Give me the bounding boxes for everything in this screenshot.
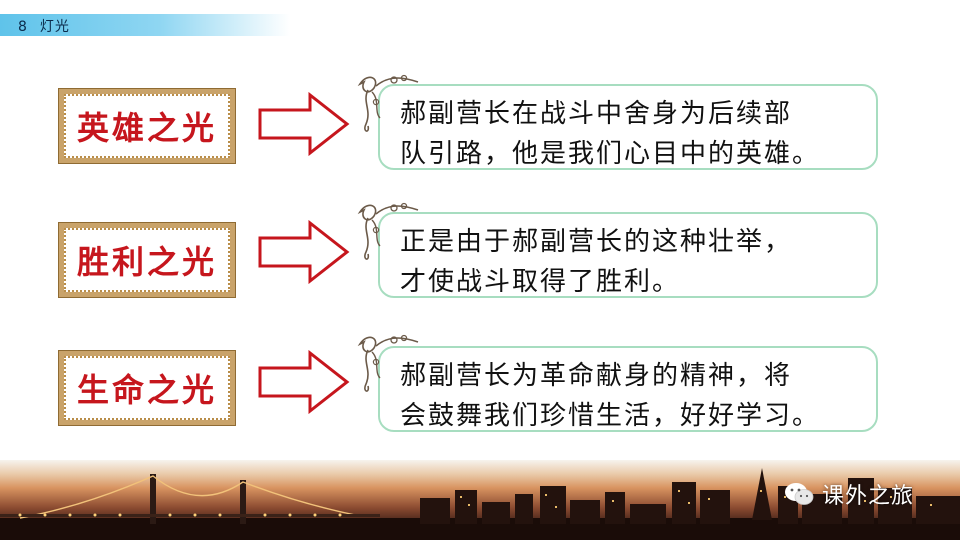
header-bar	[0, 14, 290, 36]
bubble-line: 郝副营长在战斗中舍身为后续部	[400, 99, 793, 129]
text-bubble: 郝副营长在战斗中舍身为后续部 队引路，他是我们心目中的英雄。	[378, 84, 878, 170]
bubble-line: 会鼓舞我们珍惜生活，好好学习。	[400, 401, 821, 431]
label-text: 生命之光	[76, 371, 217, 409]
ribbon-bow-icon	[357, 334, 419, 392]
label-frame: 英雄之光	[64, 94, 230, 158]
label-frame: 生命之光	[64, 356, 230, 420]
bubble-line: 正是由于郝副营长的这种壮举，	[400, 227, 793, 257]
right-arrow-icon	[258, 92, 350, 156]
page-title: 8 灯光	[18, 16, 70, 36]
bridge-skyline-image	[0, 468, 960, 540]
bubble-line: 郝副营长为革命献身的精神，将	[400, 361, 793, 391]
lesson-title: 灯光	[39, 19, 70, 35]
ribbon-bow-icon	[357, 202, 419, 260]
ribbon-bow-icon	[357, 74, 419, 132]
bubble-line: 队引路，他是我们心目中的英雄。	[400, 139, 821, 169]
text-bubble: 正是由于郝副营长的这种壮举， 才使战斗取得了胜利。	[378, 212, 878, 298]
label-box-victory: 胜利之光	[58, 222, 236, 298]
lesson-number: 8	[18, 19, 28, 35]
bubble-line: 才使战斗取得了胜利。	[400, 267, 681, 297]
wechat-icon	[785, 483, 814, 505]
label-text: 胜利之光	[76, 243, 217, 281]
label-frame: 胜利之光	[64, 228, 230, 292]
right-arrow-icon	[258, 350, 350, 414]
label-text: 英雄之光	[76, 109, 217, 147]
text-bubble: 郝副营长为革命献身的精神，将 会鼓舞我们珍惜生活，好好学习。	[378, 346, 878, 432]
watermark: 课外之旅	[784, 478, 914, 510]
label-box-life: 生命之光	[58, 350, 236, 426]
label-box-hero: 英雄之光	[58, 88, 236, 164]
watermark-text: 课外之旅	[822, 484, 915, 509]
right-arrow-icon	[258, 220, 350, 284]
